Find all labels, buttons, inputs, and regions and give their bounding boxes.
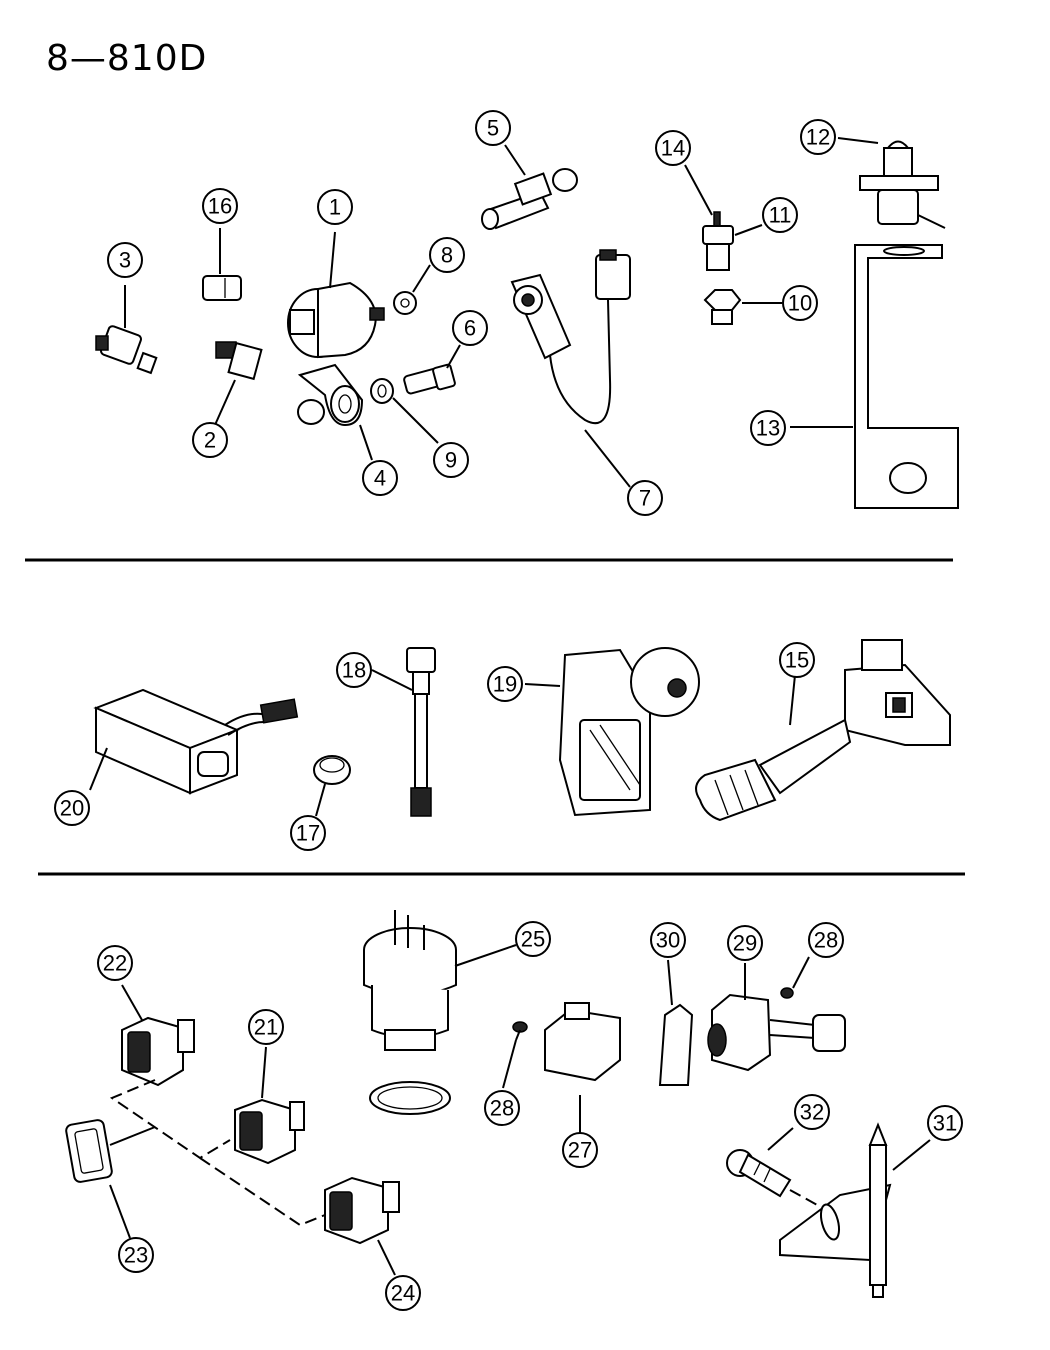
callout-18: 18 — [336, 652, 372, 688]
callout-label: 30 — [656, 928, 680, 953]
callout-label: 10 — [788, 291, 812, 316]
callout-label: 19 — [493, 672, 517, 697]
callout-label: 17 — [296, 821, 320, 846]
callout-22: 22 — [97, 945, 133, 981]
callout-label: 32 — [800, 1100, 824, 1125]
part-29-switch — [707, 963, 846, 1072]
part-30-bracket — [658, 959, 694, 1086]
callout-label: 20 — [60, 796, 84, 821]
part-22-rocker-switch — [121, 984, 195, 1087]
callout-28-left: 28 — [484, 1090, 520, 1126]
callout-label: 24 — [391, 1281, 415, 1306]
part-24-rocker-switch — [324, 1176, 400, 1276]
part-8-nut — [393, 264, 431, 315]
callout-label: 7 — [639, 486, 651, 511]
callout-29: 29 — [727, 925, 763, 961]
callout-label: 14 — [661, 136, 685, 161]
callout-label: 1 — [329, 195, 341, 220]
connection-line — [199, 1157, 326, 1227]
callout-label: 2 — [204, 428, 216, 453]
callout-23: 23 — [118, 1237, 154, 1273]
part-15-stalk-switch — [695, 639, 951, 822]
callout-6: 6 — [452, 310, 488, 346]
part-1-sending-unit — [287, 231, 385, 359]
callout-4: 4 — [362, 460, 398, 496]
callout-label: 12 — [806, 125, 830, 150]
callout-27: 27 — [562, 1132, 598, 1168]
part-12-switch — [837, 137, 946, 229]
part-14-11-switch — [684, 164, 763, 271]
callout-label: 28 — [814, 928, 838, 953]
connection-line — [109, 1079, 231, 1160]
part-17-grommet — [313, 755, 351, 817]
callout-14: 14 — [655, 130, 691, 166]
part-7-sensor-harness — [510, 249, 631, 488]
part-28-screw — [780, 956, 810, 999]
callout-5: 5 — [475, 110, 511, 146]
callout-19: 19 — [487, 666, 523, 702]
part-13-bracket — [790, 244, 959, 509]
callout-30: 30 — [650, 922, 686, 958]
part-16-fitting — [202, 228, 242, 301]
callout-9: 9 — [433, 442, 469, 478]
part-23-bezel — [65, 1119, 156, 1239]
callout-label: 13 — [756, 416, 780, 441]
part-4-bracket — [297, 363, 373, 461]
part-25-sensor — [363, 910, 517, 1115]
part-2-elbow — [214, 341, 263, 426]
callout-label: 25 — [521, 927, 545, 952]
callout-1: 1 — [317, 189, 353, 225]
callout-7: 7 — [627, 480, 663, 516]
callout-32: 32 — [794, 1094, 830, 1130]
callout-25: 25 — [515, 921, 551, 957]
callout-2: 2 — [192, 422, 228, 458]
callout-label: 27 — [568, 1138, 592, 1163]
part-19-switch-assembly — [524, 647, 700, 817]
part-5-sensor — [481, 144, 578, 230]
callout-3: 3 — [107, 242, 143, 278]
callout-label: 16 — [208, 194, 232, 219]
part-27-relay — [544, 1002, 621, 1133]
callout-label: 3 — [119, 248, 131, 273]
part-20-module — [89, 688, 299, 795]
part-32-bolt — [726, 1127, 831, 1213]
callout-label: 5 — [487, 116, 499, 141]
part-28-screw — [502, 1021, 528, 1089]
callout-11: 11 — [762, 197, 798, 233]
part-3-switch — [95, 285, 158, 375]
part-6-bolt — [403, 344, 461, 395]
callout-label: 28 — [490, 1096, 514, 1121]
callout-15: 15 — [779, 642, 815, 678]
callout-label: 18 — [342, 658, 366, 683]
callout-20: 20 — [54, 790, 90, 826]
callout-16: 16 — [202, 188, 238, 224]
callout-21: 21 — [248, 1009, 284, 1045]
callout-label: 4 — [374, 466, 386, 491]
part-31-pin-bracket — [779, 1122, 931, 1298]
callout-12: 12 — [800, 119, 836, 155]
part-21-rocker-switch — [234, 1046, 305, 1165]
callout-17: 17 — [290, 815, 326, 851]
part-18-tube — [371, 647, 436, 817]
callout-label: 15 — [785, 648, 809, 673]
part-9-washer — [370, 378, 439, 444]
callout-label: 8 — [441, 243, 453, 268]
callout-label: 11 — [769, 203, 792, 228]
callout-label: 29 — [733, 931, 757, 956]
callout-label: 23 — [124, 1243, 148, 1268]
callout-10: 10 — [782, 285, 818, 321]
callout-28-right: 28 — [808, 922, 844, 958]
callout-label: 31 — [933, 1111, 957, 1136]
callout-13: 13 — [750, 410, 786, 446]
callout-label: 21 — [254, 1015, 278, 1040]
callout-label: 9 — [445, 448, 457, 473]
callout-31: 31 — [927, 1105, 963, 1141]
diagram-code: 8—810D — [46, 38, 208, 79]
callout-label: 22 — [103, 951, 127, 976]
callout-24: 24 — [385, 1275, 421, 1311]
part-10-plug — [703, 289, 782, 325]
callout-8: 8 — [429, 237, 465, 273]
callout-label: 6 — [464, 316, 476, 341]
